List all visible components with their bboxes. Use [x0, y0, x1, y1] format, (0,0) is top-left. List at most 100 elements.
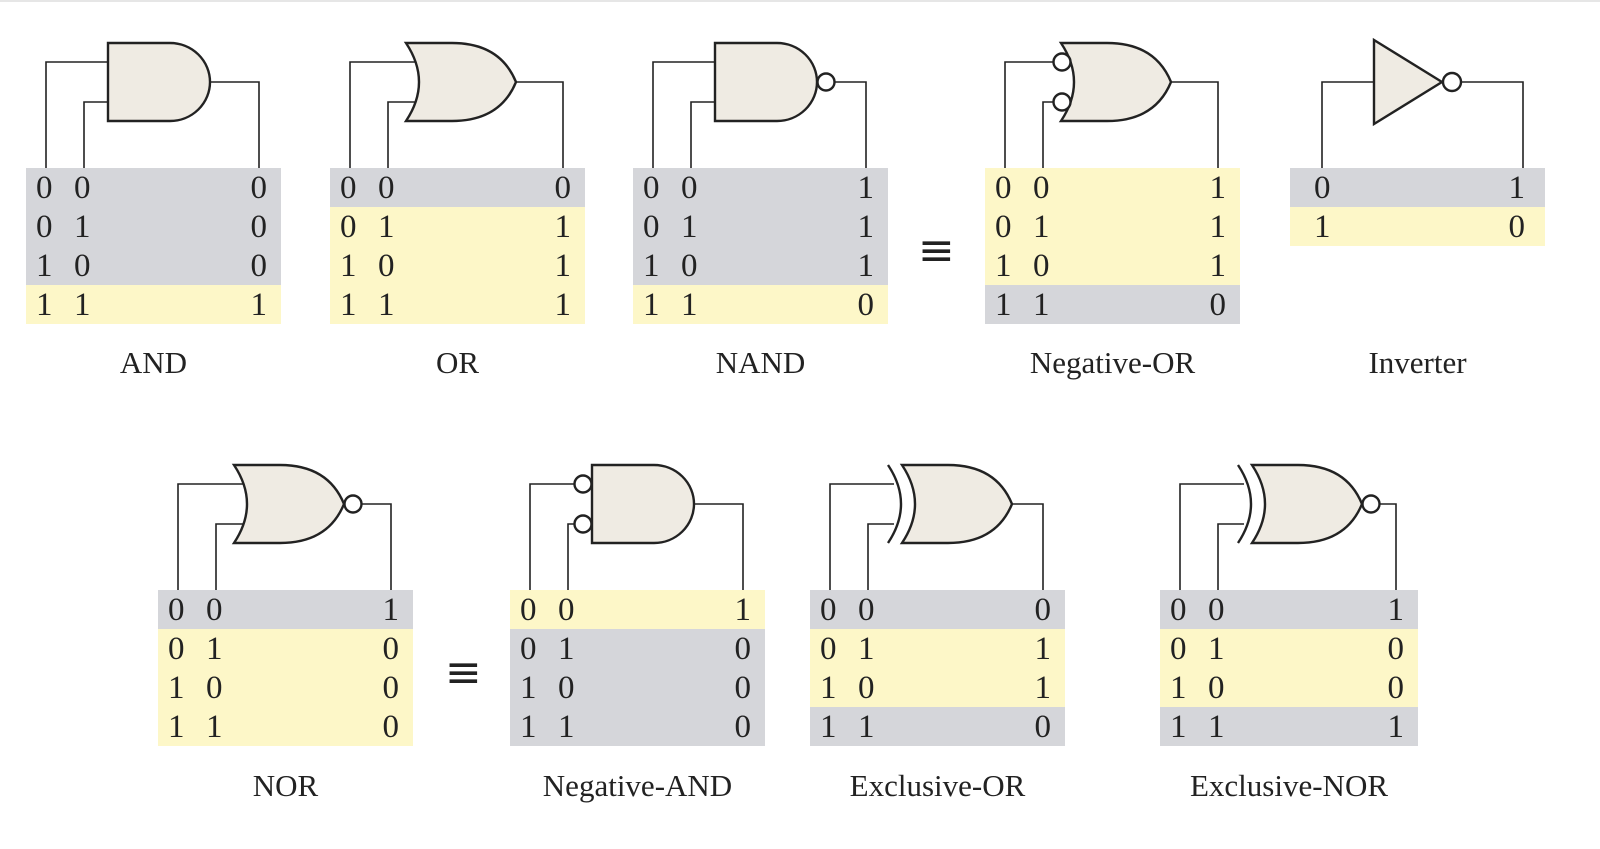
input-b-value: 1	[206, 631, 223, 667]
input-a-value: 0	[995, 170, 1012, 206]
output-value: 1	[382, 592, 400, 628]
input-b-value: 0	[681, 248, 698, 284]
input-b-value: 1	[378, 209, 395, 245]
input-b-value: 0	[1033, 248, 1050, 284]
and-caption: AND	[119, 345, 188, 380]
input-b-value: 0	[1208, 670, 1225, 706]
input-a-value: 1	[1170, 670, 1187, 706]
input-a-value: 0	[520, 592, 537, 628]
input-b-value: 1	[1033, 287, 1050, 323]
exclusive-or-caption: Exclusive-OR	[849, 768, 1026, 803]
input-a-value: 1	[643, 248, 660, 284]
input-b-value: 0	[858, 670, 875, 706]
input-a-value: 1	[995, 287, 1012, 323]
input-a-value: 1	[168, 709, 185, 745]
input-b-value: 1	[206, 709, 223, 745]
input-b-value: 1	[74, 287, 91, 323]
output-value: 1	[554, 209, 572, 245]
output-value: 1	[1508, 170, 1526, 206]
top-border	[0, 0, 1600, 2]
output-value: 0	[250, 170, 268, 206]
input-b-value: 1	[681, 209, 698, 245]
inverter-caption: Inverter	[1368, 345, 1467, 380]
input-b-value: 1	[858, 709, 875, 745]
equivalence-symbol: ≡	[918, 225, 955, 276]
negative-or-symbol-icon	[1004, 41, 1219, 168]
input-b-value: 0	[206, 670, 223, 706]
input-b-value: 1	[681, 287, 698, 323]
output-value: 0	[250, 209, 268, 245]
output-value: 0	[734, 670, 752, 706]
input-b-value: 0	[74, 170, 91, 206]
exclusive-nor-caption: Exclusive-NOR	[1189, 768, 1389, 803]
input-a-value: 0	[340, 170, 357, 206]
output-value: 1	[857, 209, 875, 245]
output-value: 0	[1034, 709, 1052, 745]
input-b-value: 0	[681, 170, 698, 206]
input-b-value: 0	[558, 670, 575, 706]
input-b-value: 1	[1208, 709, 1225, 745]
input-a-value: 1	[995, 248, 1012, 284]
input-b-value: 1	[1208, 631, 1225, 667]
input-b-value: 0	[1208, 592, 1225, 628]
input-a-value: 1	[36, 248, 53, 284]
nor-caption: NOR	[252, 768, 319, 803]
output-value: 1	[1387, 709, 1405, 745]
nand-symbol-icon	[652, 41, 867, 168]
input-a-value: 1	[643, 287, 660, 323]
output-value: 1	[1209, 248, 1227, 284]
input-value: 1	[1314, 209, 1331, 245]
input-a-value: 0	[643, 170, 660, 206]
input-b-value: 0	[206, 592, 223, 628]
input-a-value: 0	[1170, 631, 1187, 667]
output-value: 0	[857, 287, 875, 323]
output-value: 0	[1387, 631, 1405, 667]
input-a-value: 1	[820, 709, 837, 745]
input-a-value: 1	[1170, 709, 1187, 745]
input-b-value: 1	[858, 631, 875, 667]
input-a-value: 0	[643, 209, 660, 245]
input-a-value: 1	[520, 670, 537, 706]
output-value: 1	[250, 287, 268, 323]
input-a-value: 1	[340, 287, 357, 323]
input-a-value: 1	[340, 248, 357, 284]
input-b-value: 1	[378, 287, 395, 323]
input-b-value: 1	[1033, 209, 1050, 245]
input-a-value: 1	[520, 709, 537, 745]
or-caption: OR	[435, 345, 480, 380]
output-value: 0	[382, 670, 400, 706]
